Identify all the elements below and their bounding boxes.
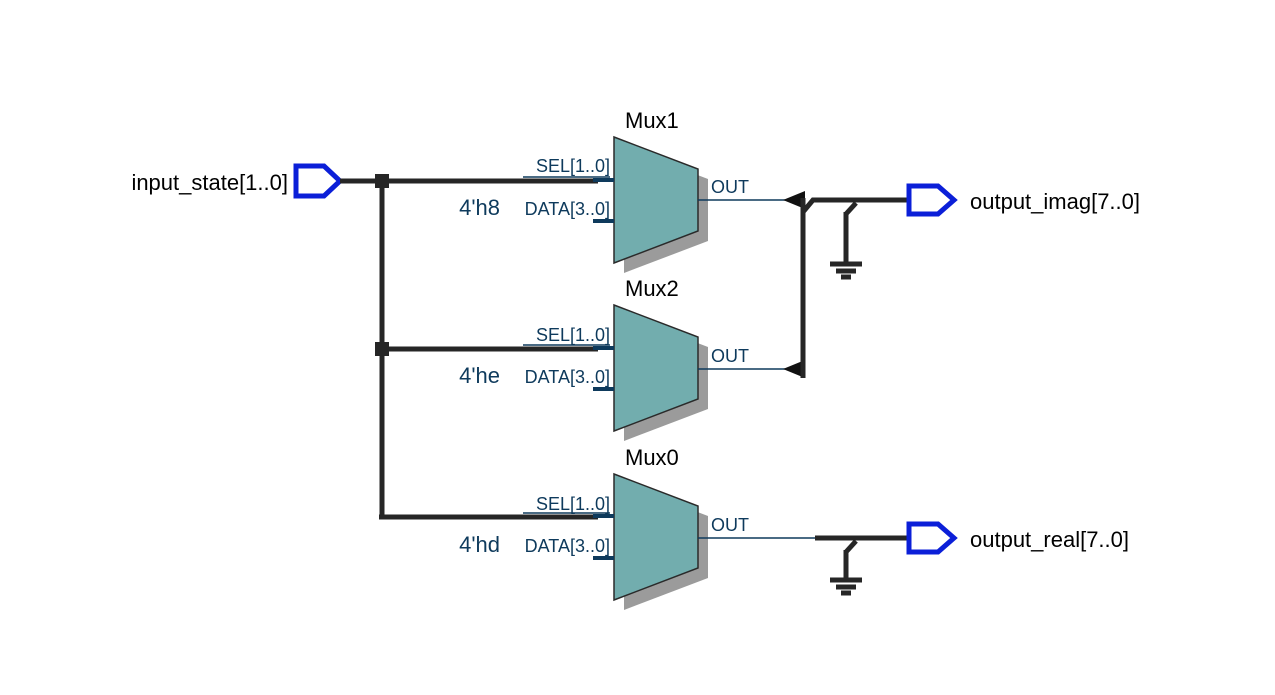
mux1-name: Mux1 — [625, 108, 679, 133]
bus-ripper-arrow — [783, 191, 805, 209]
mux2-sel-pin: SEL[1..0] — [536, 325, 610, 345]
output-port-real-symbol[interactable] — [906, 521, 958, 555]
imag-bus-horizontal — [801, 197, 910, 214]
output-port-imag-label: output_imag[7..0] — [970, 189, 1140, 214]
bus-ripper-arrow — [783, 360, 805, 378]
mux2-const-input: 4'he — [459, 363, 500, 388]
input-port-label: input_state[1..0] — [131, 170, 288, 195]
output-port-imag-symbol[interactable] — [906, 183, 958, 217]
input-port-symbol[interactable] — [293, 163, 344, 199]
junction-dot — [375, 174, 389, 188]
mux2-data-pin: DATA[3..0] — [525, 367, 610, 387]
mux1-const-input: 4'h8 — [459, 195, 500, 220]
mux1-sel-pin: SEL[1..0] — [536, 156, 610, 176]
mux1-data-pin: DATA[3..0] — [525, 199, 610, 219]
output-port-imag[interactable]: output_imag[7..0] — [906, 183, 1140, 217]
mux0-block[interactable]: Mux0 SEL[1..0] DATA[3..0] 4'hd OUT — [459, 445, 815, 610]
mux0-sel-pin: SEL[1..0] — [536, 494, 610, 514]
mux0-data-pin: DATA[3..0] — [525, 536, 610, 556]
mux0-name: Mux0 — [625, 445, 679, 470]
mux0-const-input: 4'hd — [459, 532, 500, 557]
mux2-block[interactable]: Mux2 SEL[1..0] DATA[3..0] 4'he OUT — [459, 276, 786, 441]
output-port-real[interactable]: output_real[7..0] — [906, 521, 1129, 555]
output-real-bus — [815, 535, 910, 596]
mux2-out-pin: OUT — [711, 346, 749, 366]
output-port-real-label: output_real[7..0] — [970, 527, 1129, 552]
mux0-out-pin: OUT — [711, 515, 749, 535]
output-imag-bus — [783, 191, 910, 378]
ground-icon — [830, 261, 862, 280]
mux1-out-pin: OUT — [711, 177, 749, 197]
mux2-name: Mux2 — [625, 276, 679, 301]
mux1-block[interactable]: Mux1 SEL[1..0] DATA[3..0] 4'h8 OUT — [459, 108, 786, 273]
select-bus — [340, 174, 598, 520]
junction-dot — [375, 342, 389, 356]
ground-icon — [830, 577, 862, 596]
input-port[interactable]: input_state[1..0] — [131, 163, 344, 199]
